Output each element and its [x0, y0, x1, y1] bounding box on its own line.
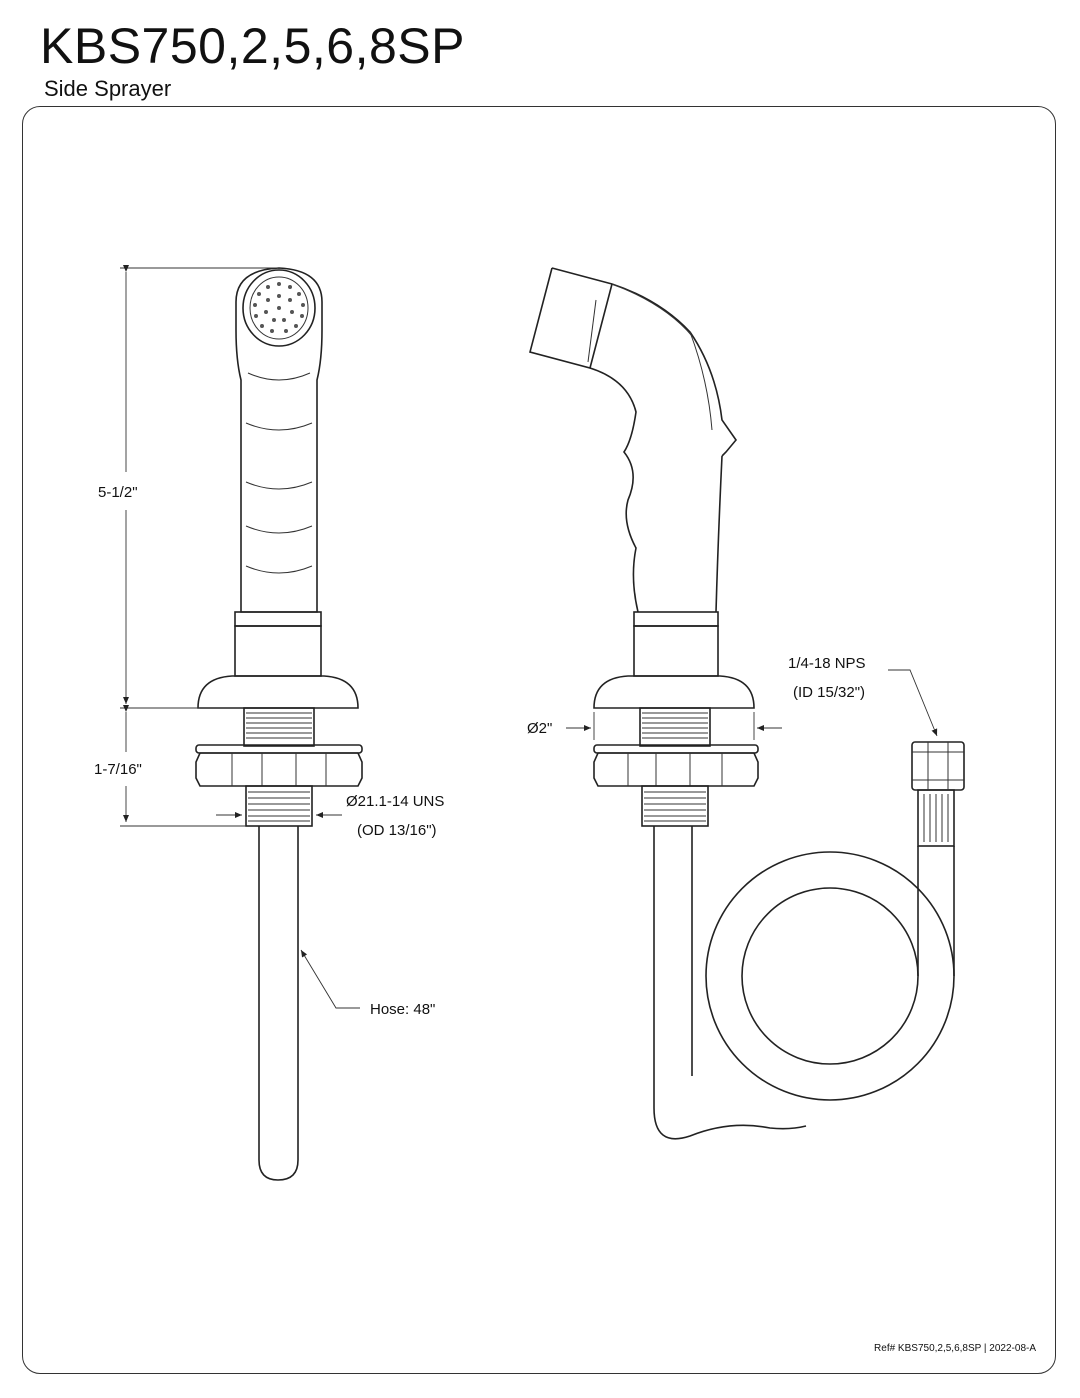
- mount-height-label: 1-7/16": [94, 761, 142, 778]
- height-total-label: 5-1/2": [98, 484, 138, 501]
- base-diameter-label: Ø2": [527, 720, 552, 737]
- hose-length-label: Hose: 48": [370, 1001, 435, 1018]
- drawing-frame: [22, 106, 1056, 1374]
- thread-od-label: (OD 13/16"): [357, 822, 437, 839]
- page-subtitle: Side Sprayer: [44, 76, 172, 101]
- thread-spec-label: Ø21.1-14 UNS: [346, 793, 444, 810]
- connector-id-label: (ID 15/32"): [793, 684, 865, 701]
- dimension-lines-left: [120, 265, 360, 1009]
- spray-holes: [253, 282, 305, 333]
- reference-footer: Ref# KBS750,2,5,6,8SP | 2022-08-A: [874, 1343, 1036, 1354]
- sprayer-side-view: [529, 267, 965, 1140]
- page-title: KBS750,2,5,6,8SP: [40, 18, 465, 74]
- sprayer-front-view: [195, 267, 363, 1181]
- dimension-lines-right: [566, 669, 938, 740]
- connector-spec-label: 1/4-18 NPS: [788, 655, 866, 672]
- coiled-hose: [653, 826, 955, 1140]
